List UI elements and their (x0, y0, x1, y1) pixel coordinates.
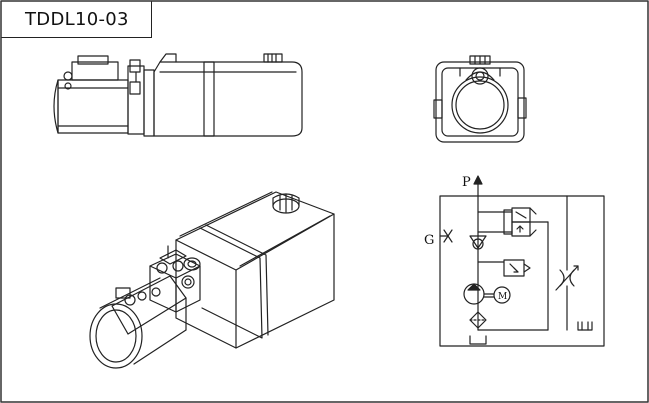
port-g-label: G (424, 233, 434, 248)
title-block: TDDL10-03 (1, 1, 152, 38)
model-number: TDDL10-03 (25, 8, 129, 30)
end-view (433, 55, 527, 143)
hydraulic-schematic: M (439, 175, 605, 347)
side-view (53, 53, 303, 137)
port-p-label: P (462, 175, 471, 190)
isometric-view (89, 191, 335, 369)
motor-symbol-m: M (498, 292, 507, 302)
